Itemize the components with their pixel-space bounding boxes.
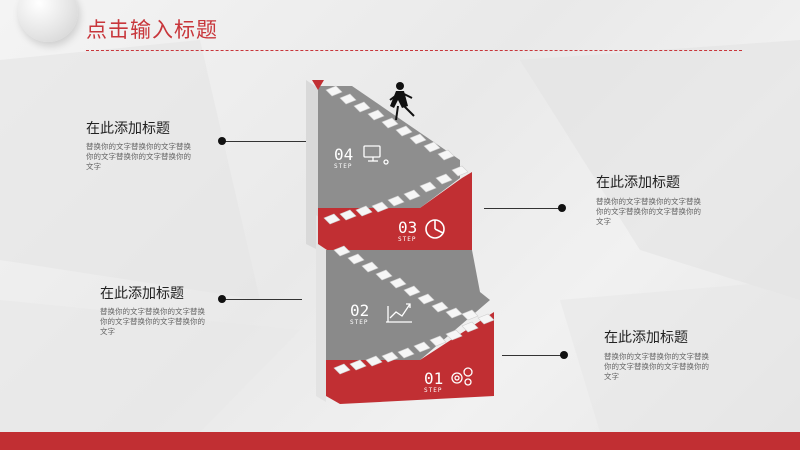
tier-01 [326,312,494,404]
step-04-label: 04 STEP [334,145,354,171]
callout-heading-1: 在此添加标题 [86,121,170,137]
callout-body-3: 替换你的文字替换你的文字替换你的文字替换你的文字替换你的文字 [100,307,205,336]
rising-chart-icon [386,303,412,323]
tier-04 [318,86,460,208]
connector-line [222,299,302,300]
connector-dot [560,351,568,359]
step-04-word: STEP [334,163,353,170]
callout-body-4: 替换你的文字替换你的文字替换你的文字替换你的文字替换你的文字 [604,352,709,381]
callout-heading-4: 在此添加标题 [604,330,688,346]
step-02-word: STEP [350,319,369,326]
gears-icon [451,367,473,386]
step-03-word: STEP [398,236,417,243]
bottom-bar [0,432,800,450]
runner-icon [389,82,415,121]
connector-dot [218,295,226,303]
connector-dot [558,204,566,212]
connector-dot [218,137,226,145]
connector-line [502,355,564,356]
callout-body-2: 替换你的文字替换你的文字替换你的文字替换你的文字替换你的文字 [596,197,701,226]
step-01-word: STEP [424,387,443,394]
computer-icon [363,145,389,165]
title-underline [86,50,742,51]
step-04-number: 04 [334,145,354,164]
step-02-number: 02 [350,301,370,320]
step-01-label: 01 STEP [424,369,444,395]
callout-body-1: 替换你的文字替换你的文字替换你的文字替换你的文字替换你的文字 [86,142,191,171]
page-title: 点击输入标题 [86,18,218,42]
tier-03 [318,172,472,252]
connector-line [484,208,562,209]
step-03-label: 03 STEP [398,218,418,244]
step-03-number: 03 [398,218,418,237]
connector-line [222,141,306,142]
step-01-number: 01 [424,369,444,388]
flag-marker [312,80,324,90]
pie-chart-icon [425,219,445,239]
callout-heading-3: 在此添加标题 [100,286,184,302]
step-02-label: 02 STEP [350,301,370,327]
callout-heading-2: 在此添加标题 [596,175,680,191]
